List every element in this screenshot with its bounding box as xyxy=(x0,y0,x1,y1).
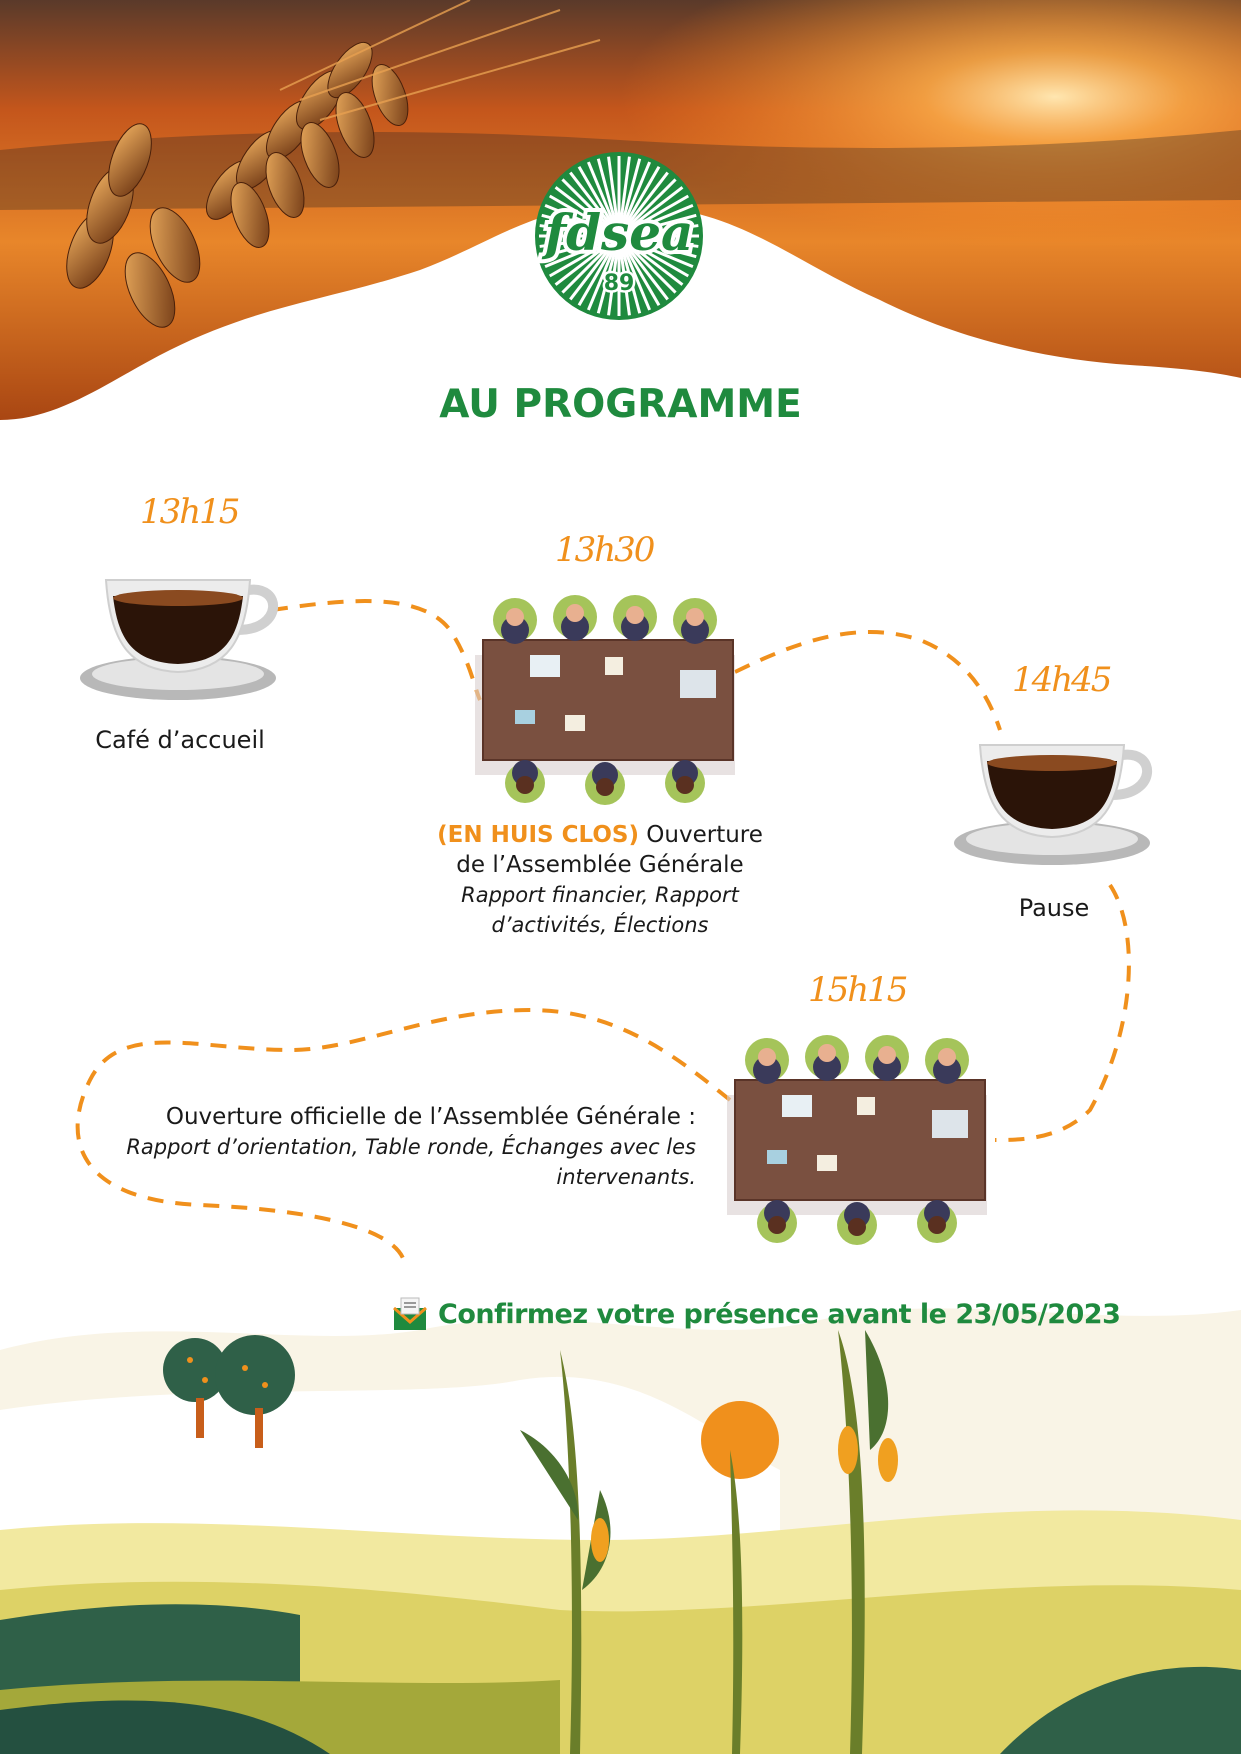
logo-ray xyxy=(632,238,697,259)
step-3-time: 14h45 xyxy=(1012,660,1112,700)
logo-ray xyxy=(621,158,642,223)
logo-ray xyxy=(569,171,612,226)
step-2-highlight: (EN HUIS CLOS) xyxy=(437,822,639,848)
rsvp-banner: Confirmez votre présence avant le 23/05/… xyxy=(392,1294,1121,1334)
logo-ray xyxy=(596,249,617,314)
landscape-illustration xyxy=(0,1308,1241,1754)
logo-ray xyxy=(629,243,684,286)
logo-ray xyxy=(630,241,690,278)
logo-ray xyxy=(541,238,606,259)
logo-ray xyxy=(631,203,694,233)
meeting-table-image xyxy=(475,595,735,805)
logo-ray xyxy=(624,165,661,225)
logo-ray xyxy=(621,249,642,314)
logo-ray xyxy=(548,241,608,278)
fdsea-logo: fdsea 89 xyxy=(535,152,703,320)
step-3-label: Pause xyxy=(1018,894,1090,922)
step-2-time: 13h30 xyxy=(555,530,655,570)
step-1-label: Café d’accueil xyxy=(95,726,265,754)
logo-ray xyxy=(627,178,677,228)
logo-ray xyxy=(539,236,606,248)
logo-ray xyxy=(561,244,611,294)
logo-ray xyxy=(619,156,631,223)
logo-ray xyxy=(630,194,690,231)
logo-ray xyxy=(629,186,684,229)
logo-ray xyxy=(554,186,609,229)
logo-ray xyxy=(622,248,652,311)
logo-ray xyxy=(586,248,616,311)
logo-ray xyxy=(544,239,607,269)
logo-ray xyxy=(631,239,694,269)
logo-ray xyxy=(607,249,619,316)
logo-ray xyxy=(626,246,669,301)
logo-ray xyxy=(561,178,611,228)
logo-ray xyxy=(626,171,669,226)
envelope-icon xyxy=(393,1297,427,1330)
logo-ray xyxy=(607,156,619,223)
logo-ray xyxy=(569,246,612,301)
step-2-description: (EN HUIS CLOS) Ouverture de l’Assemblée … xyxy=(420,820,780,940)
logo-ray xyxy=(596,158,617,223)
step-2-detail2: d’activités, Élections xyxy=(491,913,709,937)
coffee-cup-icon xyxy=(80,579,278,700)
svg-text:89: 89 xyxy=(604,271,635,296)
logo-ray xyxy=(632,236,699,248)
step-4-time: 15h15 xyxy=(808,970,908,1010)
logo-ray xyxy=(548,194,608,231)
rsvp-text: Confirmez votre présence avant le 23/05/… xyxy=(438,1298,1121,1330)
logo-ray xyxy=(632,224,699,236)
step-4-detail1: Rapport d’orientation, Table ronde, Écha… xyxy=(126,1135,696,1159)
logo-ray xyxy=(624,247,661,307)
meeting-table-image xyxy=(727,1035,987,1245)
step-4-description: Ouverture officielle de l’Assemblée Géné… xyxy=(110,1102,696,1192)
sun-icon xyxy=(701,1401,779,1479)
logo-ray xyxy=(632,213,697,234)
logo-ray xyxy=(554,243,609,286)
logo-ray xyxy=(539,224,606,236)
logo-ray xyxy=(577,247,614,307)
step-1-time: 13h15 xyxy=(140,492,240,532)
svg-text:fdsea: fdsea xyxy=(542,203,694,262)
coffee-cup-icon xyxy=(954,744,1152,865)
logo-ray xyxy=(544,203,607,233)
logo-ray xyxy=(541,213,606,234)
logo-ray xyxy=(622,161,652,224)
logo-ray xyxy=(627,244,677,294)
page-title: AU PROGRAMME xyxy=(439,382,802,427)
logo-ray xyxy=(577,165,614,225)
logo-ray xyxy=(619,249,631,316)
step-2-line1: Ouverture xyxy=(646,822,763,848)
logo-ray xyxy=(586,161,616,224)
step-4-detail2: intervenants. xyxy=(556,1165,696,1189)
step-2-line2: de l’Assemblée Générale xyxy=(456,852,744,878)
step-2-detail1: Rapport financier, Rapport xyxy=(461,883,739,907)
step-4-line1: Ouverture officielle de l’Assemblée Géné… xyxy=(165,1104,696,1130)
